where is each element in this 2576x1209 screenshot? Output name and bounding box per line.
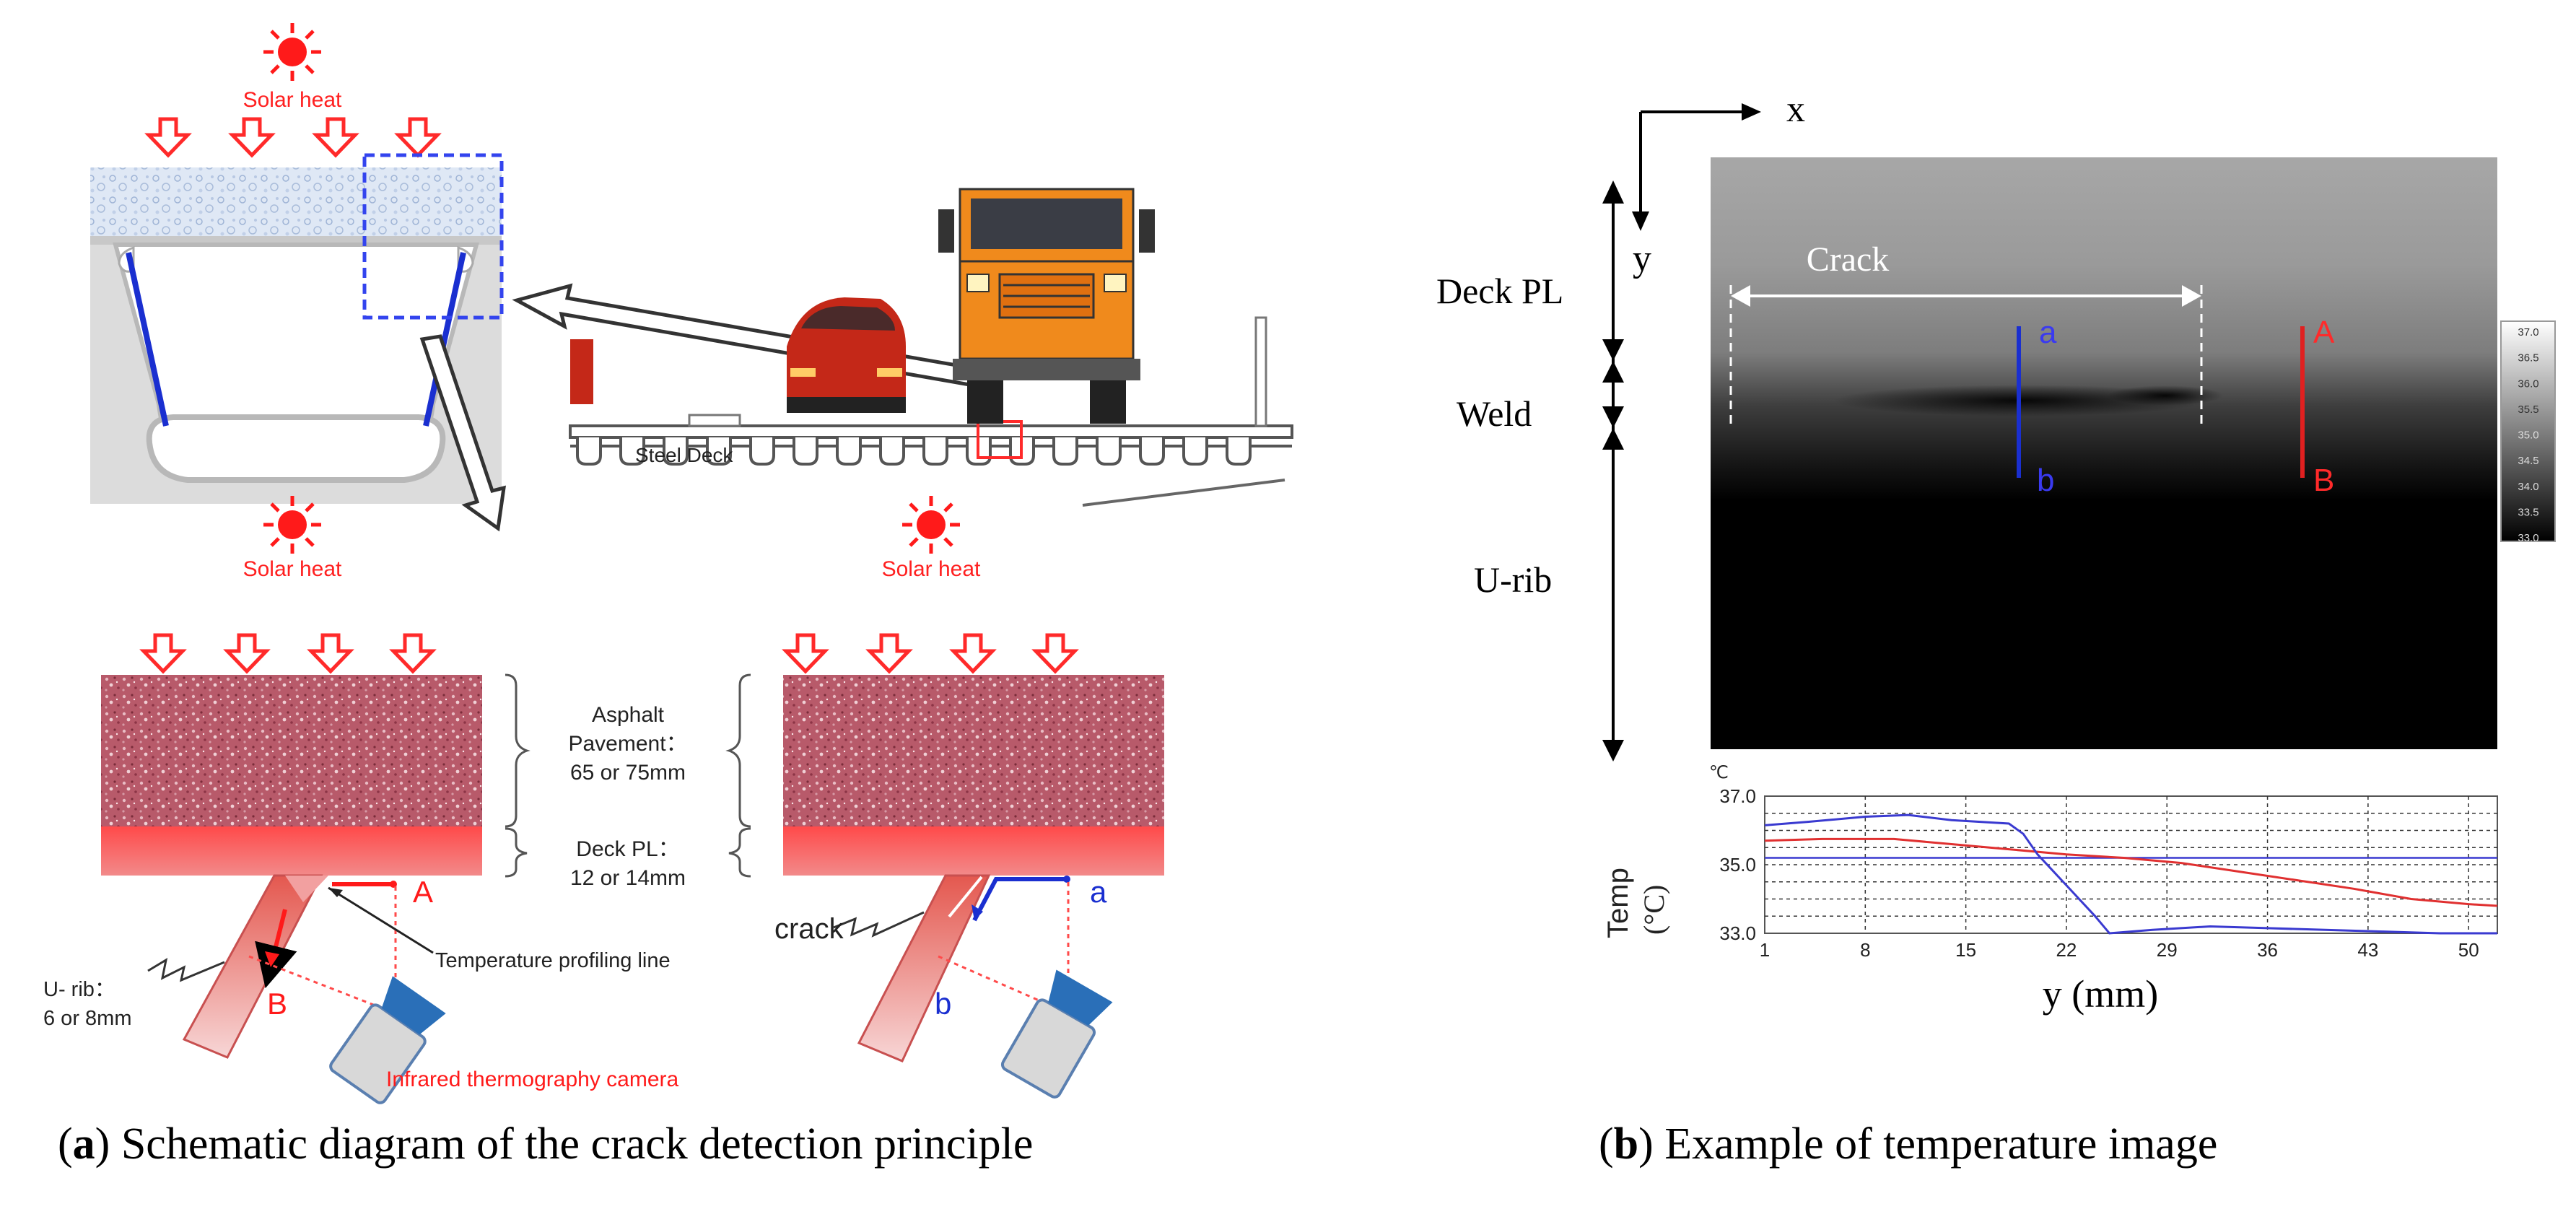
crack-text: Crack [1807, 240, 1890, 279]
sun-icon [902, 496, 960, 554]
upper-cross-section [90, 153, 504, 504]
label-deck-pl: Deck PL [1436, 271, 1563, 311]
caption-b: (b) Example of temperature image [1599, 1119, 2217, 1169]
steel-deck-label: Steel Deck [635, 444, 733, 466]
solar-heat-label-top: Solar heat [243, 88, 342, 112]
chart-y-tick-label: 37.0 [1719, 785, 1756, 807]
panel-a: Solar heat [43, 23, 1293, 1169]
crack-label: crack [774, 913, 844, 945]
point-a-label-left: a [1090, 875, 1107, 909]
label-u-rib: U-rib [1474, 559, 1552, 600]
temperature-profiling-line-label: Temperature profiling line [435, 949, 671, 972]
chart-x-ticks: 1 8 15 22 29 36 43 50 [1760, 939, 2479, 961]
axis-y-label: y [1633, 238, 1651, 279]
solar-heat-label-left: Solar heat [243, 557, 342, 581]
chart-xlabel: y (mm) [2043, 972, 2158, 1016]
chart-y-tick-label: 35.0 [1719, 854, 1756, 876]
chart-x-tick-label: 15 [1955, 939, 1976, 961]
sun-icon [263, 496, 321, 554]
solar-heat-label-right: Solar heat [882, 557, 981, 581]
chart-series [1764, 813, 2498, 935]
colorbar-ticks: 37.0 36.5 36.0 35.5 35.0 34.5 34.0 33.5 33.0 [2518, 326, 2538, 544]
colorbar-tick-label: 36.5 [2518, 352, 2538, 365]
axis-x-label: x [1786, 89, 1805, 130]
colorbar-tick-label: 36.0 [2518, 377, 2538, 390]
camera-icon [1000, 969, 1113, 1099]
chart-ylabel-unit: (°C) [1638, 885, 1670, 935]
colorbar-tick-label: 35.5 [2518, 403, 2538, 416]
camera-icon [329, 976, 446, 1104]
truck-icon [938, 188, 1155, 424]
caption-a: (a) Schematic diagram of the crack detec… [58, 1119, 1033, 1169]
bridge-scene: Steel Deck [569, 188, 1293, 507]
detail-right: crack a b [774, 675, 1164, 1099]
infrared-camera-label: Infrared thermography camera [386, 1068, 679, 1091]
solar-arrows-left [139, 633, 437, 674]
chart-x-tick-label: 50 [2458, 939, 2479, 961]
solar-arrows-top [144, 117, 442, 158]
colorbar-tick-label: 33.0 [2518, 532, 2538, 544]
chart-x-tick-label: 29 [2157, 939, 2178, 961]
asphalt-label-3: 65 or 75mm [570, 761, 686, 785]
asphalt-label-1: Asphalt [592, 703, 665, 727]
point-A-label-left: A [413, 875, 433, 909]
colorbar-tick-label: 37.0 [2518, 326, 2538, 339]
u-rib-label-1: U- rib： [43, 978, 115, 1001]
dimension-braces [505, 673, 751, 878]
colorbar-tick-label: 35.0 [2518, 429, 2538, 442]
panel-b: x y Deck PL Weld U-rib Crack a b A [1436, 89, 2556, 1169]
chart-x-tick-label: 43 [2357, 939, 2378, 961]
sun-icon [263, 23, 321, 81]
point-a-label-right: a [2039, 315, 2057, 350]
colorbar: 37.0 36.5 36.0 35.5 35.0 34.5 34.0 33.5 33.0 [2500, 320, 2556, 544]
chart-x-tick-label: 36 [2257, 939, 2278, 961]
point-B-label-left: B [267, 987, 287, 1021]
colorbar-tick-label: 34.5 [2518, 455, 2538, 467]
u-rib-label-2: 6 or 8mm [43, 1007, 131, 1030]
colorbar-tick-label: 33.5 [2518, 506, 2538, 518]
chart-grid [1765, 796, 2497, 933]
deck-label-1: Deck PL： [576, 837, 679, 861]
chart-series-line-2 [1764, 813, 2497, 935]
asphalt-label-2: Pavement： [568, 732, 687, 756]
point-A-label-right: A [2313, 315, 2335, 350]
point-b-label-left: b [935, 987, 951, 1021]
thermal-image: Crack a b A B [1711, 157, 2497, 749]
deck-label-2: 12 or 14mm [570, 866, 686, 890]
chart-x-tick-label: 8 [1860, 939, 1870, 961]
point-B-label-right: B [2313, 463, 2334, 498]
label-weld: Weld [1457, 393, 1532, 434]
chart-y-ticks: 37.0 35.0 33.0 [1719, 785, 1756, 944]
pointer-arrow-down [419, 334, 507, 532]
chart-x-tick-label: 22 [2056, 939, 2077, 961]
chart-ylabel: Temp [1602, 868, 1634, 938]
chart-y-tick-label: 33.0 [1719, 922, 1756, 944]
point-b-label-right: b [2037, 463, 2054, 498]
solar-arrows-right [782, 633, 1079, 674]
chart-plot-area [1764, 795, 2498, 934]
chart-unit-mark: ℃ [1709, 763, 1729, 782]
detail-left: A B Temperature profiling line U- rib： 6… [43, 675, 679, 1104]
colorbar-tick-label: 34.0 [2518, 481, 2538, 493]
chart-series-line-1 [1764, 837, 2498, 907]
car-icon [570, 297, 906, 413]
chart-x-tick-label: 1 [1760, 939, 1770, 961]
